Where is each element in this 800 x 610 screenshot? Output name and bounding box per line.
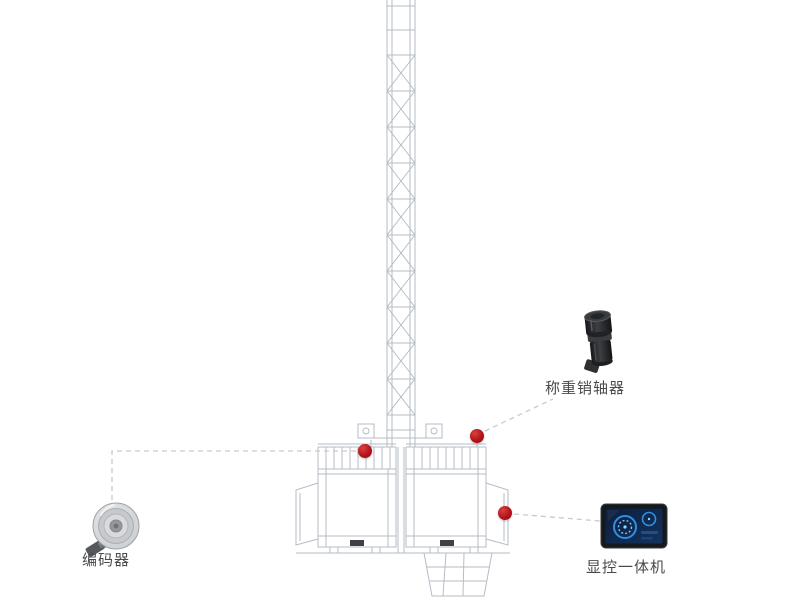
sensor-marker-encoder: [358, 444, 372, 458]
connector-encoder: [111, 450, 356, 500]
connector-lines: [111, 398, 601, 522]
sensor-marker-display: [498, 506, 512, 520]
hoist-cages-illustration: [295, 443, 510, 597]
display-terminal-illustration: [600, 503, 668, 549]
connector-display: [513, 513, 601, 522]
cage-vent: [440, 540, 454, 546]
tower-mast-illustration: [357, 0, 478, 553]
sensor-marker-loadpin: [470, 429, 484, 443]
label-display-terminal: 显控一体机: [586, 559, 667, 576]
load-pin-sensor-illustration: [584, 310, 613, 373]
label-load-pin: 称重销轴器: [545, 380, 626, 397]
rotary-encoder-illustration: [85, 502, 140, 557]
cage-vent: [350, 540, 364, 546]
label-encoder: 编码器: [82, 552, 131, 569]
connector-loadpin: [484, 398, 554, 432]
